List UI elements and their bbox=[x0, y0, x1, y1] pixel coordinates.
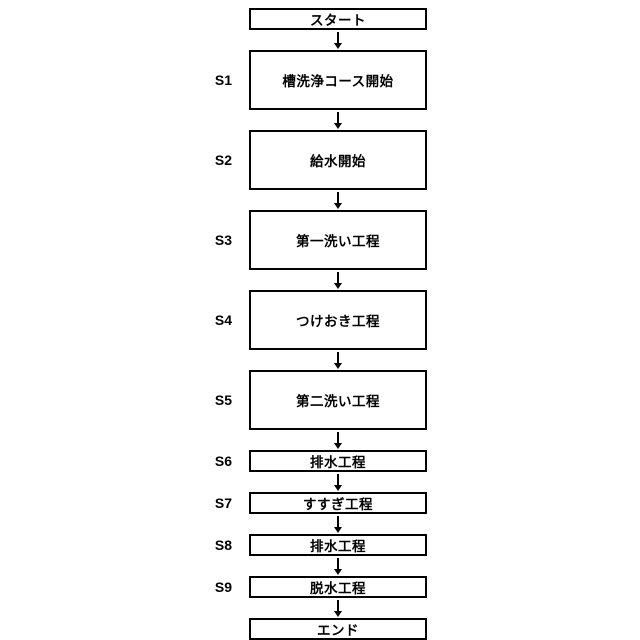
step-id-label: S2 bbox=[214, 152, 232, 168]
arrow-down-icon bbox=[249, 556, 427, 576]
process-box-label: 給水開始 bbox=[310, 154, 366, 169]
arrow-down-icon bbox=[249, 190, 427, 210]
step-id-label: S4 bbox=[214, 312, 232, 328]
flow-step-s5: S5 第二洗い工程 bbox=[215, 370, 427, 430]
process-box: つけおき工程 bbox=[249, 290, 427, 350]
flow-step-end: エンド bbox=[249, 618, 427, 640]
arrow-down-icon bbox=[249, 430, 427, 450]
process-box: 排水工程 bbox=[249, 534, 427, 556]
start-box-label: スタート bbox=[310, 13, 366, 28]
arrow-down-icon bbox=[249, 598, 427, 618]
process-box-label: すすぎ工程 bbox=[303, 497, 373, 512]
flow-step-s2: S2 給水開始 bbox=[215, 130, 427, 190]
process-box: 給水開始 bbox=[249, 130, 427, 190]
process-box-label: 第一洗い工程 bbox=[296, 234, 380, 249]
flow-step-s7: S7 すすぎ工程 bbox=[215, 492, 427, 514]
step-id-label: S9 bbox=[214, 579, 232, 595]
flow-step-s4: S4 つけおき工程 bbox=[215, 290, 427, 350]
process-box-label: 排水工程 bbox=[310, 539, 366, 554]
step-id-label: S7 bbox=[214, 495, 232, 511]
arrow-down-icon bbox=[249, 514, 427, 534]
arrow-down-icon bbox=[249, 350, 427, 370]
step-id-label: S6 bbox=[214, 453, 232, 469]
flowchart-column: スタート S1 槽洗浄コース開始 S2 給水開始 bbox=[215, 8, 427, 640]
end-box: エンド bbox=[249, 618, 427, 640]
flow-step-s6: S6 排水工程 bbox=[215, 450, 427, 472]
end-box-label: エンド bbox=[317, 623, 359, 638]
process-box: 排水工程 bbox=[249, 450, 427, 472]
process-box-label: 脱水工程 bbox=[310, 581, 366, 596]
process-box: すすぎ工程 bbox=[249, 492, 427, 514]
flow-step-s3: S3 第一洗い工程 bbox=[215, 210, 427, 270]
process-box: 脱水工程 bbox=[249, 576, 427, 598]
process-box-label: 排水工程 bbox=[310, 455, 366, 470]
step-id-label: S1 bbox=[214, 72, 232, 88]
flow-step-s1: S1 槽洗浄コース開始 bbox=[215, 50, 427, 110]
flow-step-s9: S9 脱水工程 bbox=[215, 576, 427, 598]
process-box-label: 第二洗い工程 bbox=[296, 394, 380, 409]
process-box: 第一洗い工程 bbox=[249, 210, 427, 270]
arrow-down-icon bbox=[249, 110, 427, 130]
step-id-label: S3 bbox=[214, 232, 232, 248]
flow-step-start: スタート bbox=[249, 8, 427, 30]
process-box-label: つけおき工程 bbox=[296, 314, 380, 329]
process-box-label: 槽洗浄コース開始 bbox=[282, 74, 394, 89]
step-id-label: S8 bbox=[214, 537, 232, 553]
process-box: 第二洗い工程 bbox=[249, 370, 427, 430]
step-id-label: S5 bbox=[214, 392, 232, 408]
arrow-down-icon bbox=[249, 472, 427, 492]
arrow-down-icon bbox=[249, 270, 427, 290]
flow-step-s8: S8 排水工程 bbox=[215, 534, 427, 556]
process-box: 槽洗浄コース開始 bbox=[249, 50, 427, 110]
start-box: スタート bbox=[249, 8, 427, 30]
arrow-down-icon bbox=[249, 30, 427, 50]
